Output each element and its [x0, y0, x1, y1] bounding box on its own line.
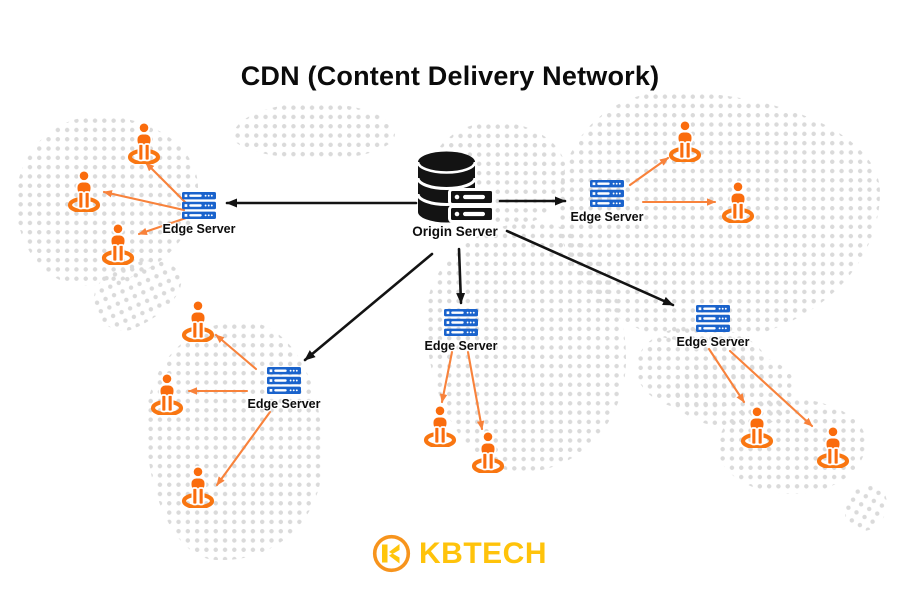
arrow-origin-to-southeast-edge — [505, 229, 675, 307]
rack-icon — [448, 188, 495, 223]
user-icon — [719, 181, 757, 223]
arrow-southwest-edge-to-user3 — [215, 410, 272, 487]
user-icon — [814, 426, 852, 468]
edge-server-label: Edge Server — [676, 335, 750, 349]
origin-server-node: Origin Server — [410, 149, 500, 239]
origin-distribution-arrows — [225, 196, 675, 362]
arrow-west-edge-to-user2 — [102, 190, 186, 212]
user-icon — [65, 170, 103, 212]
kbtech-logo-text: KBTECH — [419, 536, 547, 570]
user-icon — [421, 405, 459, 447]
server-rack-icon — [267, 367, 301, 394]
user-icon — [738, 406, 776, 448]
edge-server-label: Edge Server — [424, 339, 498, 353]
kbtech-circle-k-icon — [372, 534, 411, 573]
edge-server-node-southwest: Edge Server — [239, 367, 329, 411]
edge-server-node-west: Edge Server — [154, 192, 244, 236]
arrow-central-edge-to-user1 — [439, 350, 454, 404]
edge-server-label: Edge Server — [247, 397, 321, 411]
origin-server-label: Origin Server — [412, 224, 498, 239]
user-icon — [99, 223, 137, 265]
server-rack-icon — [696, 305, 730, 332]
edge-server-node-southeast: Edge Server — [668, 305, 758, 349]
map-region-australia — [718, 398, 866, 494]
user-icon — [179, 300, 217, 342]
server-rack-icon — [590, 180, 624, 207]
user-icon — [469, 431, 507, 473]
user-icon — [125, 122, 163, 164]
arrow-southeast-edge-to-user1 — [707, 347, 746, 404]
arrow-origin-to-southwest-edge — [303, 252, 434, 362]
edge-server-node-northeast: Edge Server — [562, 180, 652, 224]
arrow-west-edge-to-user1 — [144, 161, 188, 205]
map-region-greenland — [233, 103, 395, 159]
arrow-origin-to-central-edge — [456, 247, 466, 305]
arrow-central-edge-to-user2 — [466, 350, 485, 431]
database-server-icon — [416, 151, 495, 223]
arrow-southwest-edge-to-user1 — [214, 333, 258, 371]
edge-server-label: Edge Server — [570, 210, 644, 224]
arrow-west-edge-to-user3 — [137, 216, 188, 236]
arrow-southeast-edge-to-user2 — [728, 349, 814, 428]
user-icon — [666, 120, 704, 162]
diagram-title: CDN (Content Delivery Network) — [240, 61, 660, 91]
edge-server-node-central: Edge Server — [416, 309, 506, 353]
kbtech-logo: KBTECH — [371, 533, 547, 574]
user-icon — [179, 466, 217, 508]
map-region-south-america — [146, 322, 322, 560]
arrow-northeast-edge-to-user1 — [628, 156, 670, 187]
server-rack-icon — [182, 192, 216, 219]
server-rack-icon — [444, 309, 478, 336]
edge-server-label: Edge Server — [162, 222, 236, 236]
edge-delivery-arrows — [102, 156, 814, 487]
user-icon — [148, 373, 186, 415]
